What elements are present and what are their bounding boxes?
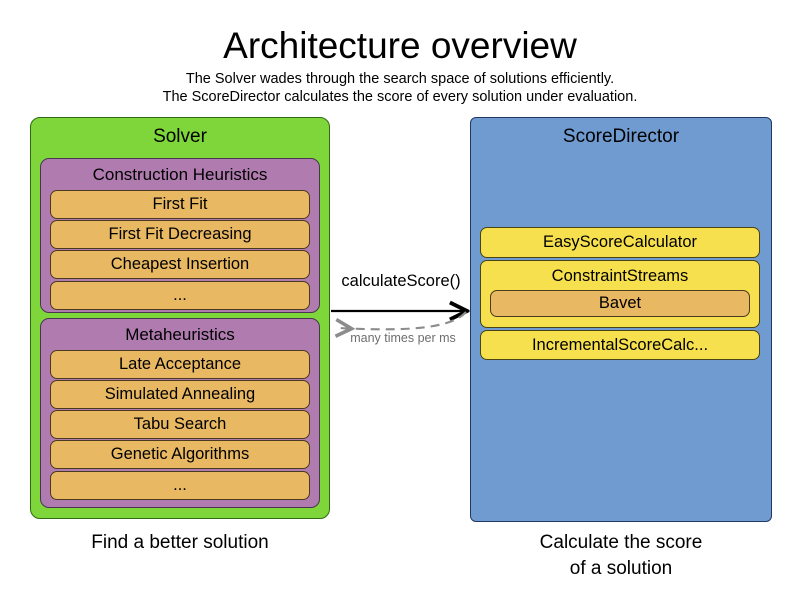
calculator-label: EasyScoreCalculator [542, 233, 698, 252]
page-subtitle: The Solver wades through the search spac… [0, 70, 800, 106]
page-title: Architecture overview [223, 25, 577, 66]
item-label: ... [173, 476, 187, 495]
item-label: Cheapest Insertion [110, 255, 250, 274]
metaheuristic-item[interactable]: Genetic Algorithms [50, 440, 310, 469]
incremental-score-calculator-box[interactable]: IncrementalScoreCalc... [480, 330, 760, 360]
solver-panel-title: Solver [153, 126, 207, 147]
item-label: Genetic Algorithms [110, 445, 250, 464]
item-label: Tabu Search [133, 415, 227, 434]
item-label: ... [173, 286, 187, 305]
item-label: Late Acceptance [118, 355, 241, 374]
easy-score-calculator-box[interactable]: EasyScoreCalculator [480, 227, 760, 258]
score-director-panel-title: ScoreDirector [562, 126, 680, 147]
caption-line-1: Calculate the score [539, 532, 703, 553]
caption-line-2: of a solution [569, 558, 673, 579]
bavet-label: Bavet [598, 294, 642, 313]
item-label: Simulated Annealing [104, 385, 256, 404]
diagram-header: Architecture overview The Solver wades t… [0, 24, 800, 106]
metaheuristic-item[interactable]: Late Acceptance [50, 350, 310, 379]
metaheuristics-title: Metaheuristics [125, 325, 235, 344]
solver-caption: Find a better solution [91, 532, 269, 553]
metaheuristic-item[interactable]: Tabu Search [50, 410, 310, 439]
construction-heuristic-item[interactable]: First Fit [50, 190, 310, 219]
bavet-box[interactable]: Bavet [490, 290, 750, 317]
metaheuristic-item[interactable]: ... [50, 471, 310, 500]
construction-heuristic-item[interactable]: First Fit Decreasing [50, 220, 310, 249]
calculator-label: ConstraintStreams [551, 267, 689, 285]
many-times-per-ms-arrow [338, 311, 467, 329]
calculator-label: IncrementalScoreCalc... [531, 335, 709, 354]
construction-heuristic-item[interactable]: ... [50, 281, 310, 310]
metaheuristic-item[interactable]: Simulated Annealing [50, 380, 310, 409]
calculate-score-label: calculateScore() [341, 272, 461, 290]
subtitle-line-1: The Solver wades through the search spac… [185, 71, 615, 87]
many-times-per-ms-label: many times per ms [350, 331, 456, 345]
item-label: First Fit Decreasing [108, 225, 252, 244]
score-director-caption: Calculate the score of a solution [470, 530, 772, 582]
item-label: First Fit [152, 195, 208, 214]
subtitle-line-2: The ScoreDirector calculates the score o… [162, 89, 638, 105]
construction-heuristics-title: Construction Heuristics [92, 165, 268, 184]
construction-heuristic-item[interactable]: Cheapest Insertion [50, 250, 310, 279]
